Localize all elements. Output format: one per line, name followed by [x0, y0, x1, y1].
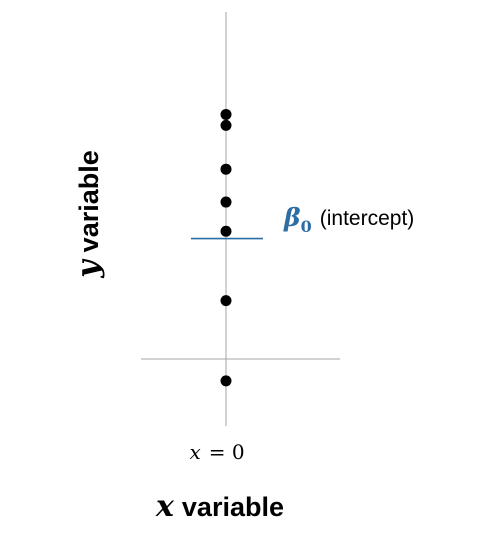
y-axis-word: variable	[74, 150, 104, 252]
beta-symbol: β	[283, 203, 301, 232]
data-point	[220, 295, 232, 307]
data-point	[220, 119, 232, 131]
data-point	[220, 375, 232, 387]
x-axis-word: variable	[182, 492, 284, 522]
data-point	[220, 163, 232, 175]
x-zero-label: x = 0	[189, 440, 244, 464]
data-point	[220, 108, 232, 120]
x-zero-variable: x	[189, 440, 200, 464]
data-point	[220, 196, 232, 208]
beta-subscript: 0	[301, 217, 312, 236]
x-zero-equals: = 0	[209, 440, 245, 464]
intercept-text: (intercept)	[320, 207, 415, 230]
x-axis-variable: x	[155, 489, 175, 524]
y-axis-label: y variable	[71, 150, 106, 279]
data-point	[220, 225, 232, 237]
intercept-label: β0 (intercept)	[283, 203, 414, 236]
data-points	[220, 108, 232, 387]
y-axis-variable: y	[71, 258, 106, 279]
